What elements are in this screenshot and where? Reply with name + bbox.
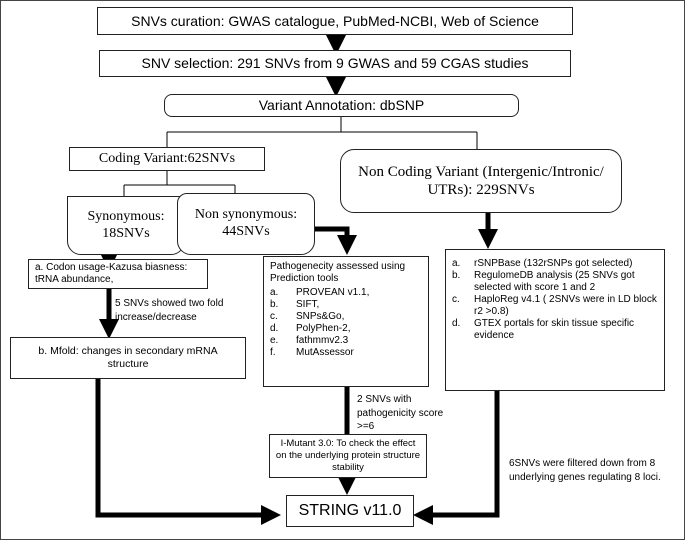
noncoding-tool-text: RegulomeDB analysis (25 SNVs got selecte… <box>474 270 635 293</box>
noncoding-tool-text: GTEX portals for skin tissue specific ev… <box>474 318 635 341</box>
noncoding-tool-marker: d. <box>452 318 461 329</box>
nonsynonymous-box: Non synonymous: 44SNVs <box>177 193 315 255</box>
noncoding-tools-box: a. rSNPBase (132rSNPs got selected) b. Regu… <box>445 249 665 391</box>
synonymous-box: Synonymous: 18SNVs <box>67 196 185 255</box>
curation-text: SNVs curation: GWAS catalogue, PubMed-NC… <box>131 12 539 29</box>
arrow-tools-to-string <box>413 391 500 525</box>
noncoding-variant-text: Non Coding Variant (Intergenic/Intronic/… <box>358 164 604 198</box>
pathogenicity-tool-item: b. SIFT, <box>270 299 369 311</box>
pathogenicity-tool-text: SNPs&Go, <box>296 311 345 322</box>
pathogenicity-tool-item: e. fathmmv2.3 <box>270 335 369 347</box>
noncoding-tool-item: a. rSNPBase (132rSNPs got selected) <box>452 258 658 270</box>
noncoding-tool-marker: a. <box>452 258 461 269</box>
pathogenicity-tool-text: MutAssessor <box>296 347 354 358</box>
pathogenicity-tool-item: d. PolyPhen-2, <box>270 323 369 335</box>
codon-note: 5 SNVs showed two fold increase/decrease <box>115 298 224 323</box>
pathogenicity-tool-marker: e. <box>270 335 279 346</box>
noncoding-tool-text: rSNPBase (132rSNPs got selected) <box>474 258 633 269</box>
mfold-box: b. Mfold: changes in secondary mRNA stru… <box>10 337 246 379</box>
imutant-box-frame: I-Mutant 3.0: To check the effect on the… <box>269 434 427 478</box>
curation-box: SNVs curation: GWAS catalogue, PubMed-NC… <box>97 7 573 35</box>
pathogenicity-box: Pathogenecity assessed using Prediction … <box>263 256 429 387</box>
pathogenicity-tool-item: f. MutAssessor <box>270 347 369 359</box>
pathogenicity-tool-marker: c. <box>270 311 278 322</box>
pathogenicity-tool-list: a. PROVEAN v1.1, b. SIFT, c. SNPs&Go, d. PolyPh… <box>270 287 369 359</box>
synonymous-label: Synonymous: <box>87 208 165 224</box>
noncoding-tool-list: a. rSNPBase (132rSNPs got selected) b. Regu… <box>452 258 658 342</box>
pathogenicity-tool-text: SIFT, <box>296 299 320 310</box>
selection-box: SNV selection: 291 SNVs from 9 GWAS and … <box>99 50 571 77</box>
selection-text: SNV selection: 291 SNVs from 9 GWAS and … <box>141 55 529 72</box>
pathogenicity-heading: Pathogenecity assessed using Prediction … <box>270 261 406 284</box>
pathogenicity-tool-item: c. SNPs&Go, <box>270 311 369 323</box>
noncoding-tool-item: c. HaploReg v4.1 ( 2SNVs were in LD block… <box>452 294 658 318</box>
noncoding-tool-marker: c. <box>452 294 460 305</box>
string-text: STRING v11.0 <box>298 502 402 520</box>
pathogenicity-tool-text: fathmmv2.3 <box>296 335 349 346</box>
nonsynonymous-count: 44SNVs <box>222 224 270 239</box>
coding-variant-box: Coding Variant:62SNVs <box>69 147 265 171</box>
noncoding-tool-item: d. GTEX portals for skin tissue specific … <box>452 318 658 342</box>
codon-usage-box: a. Codon usage-Kazusa biasness: tRNA abu… <box>28 259 208 289</box>
noncoding-tool-marker: b. <box>452 270 461 281</box>
noncoding-tool-item: b. RegulomeDB analysis (25 SNVs got selec… <box>452 270 658 294</box>
coding-variant-text: Coding Variant:62SNVs <box>98 150 236 166</box>
mfold-text: b. Mfold: changes in secondary mRNA stru… <box>38 345 218 370</box>
imutant-text: I-Mutant 3.0: To check the effect on the… <box>275 438 421 473</box>
annotation-box: Variant Annotation: dbSNP <box>164 94 519 117</box>
noncoding-variant-box: Non Coding Variant (Intergenic/Intronic/… <box>340 149 622 213</box>
pathogenicity-tool-marker: f. <box>270 347 276 358</box>
pathogenicity-tool-text: PolyPhen-2, <box>296 323 351 334</box>
filter-note: 6SNVs were filtered down from 8 underlyi… <box>509 458 661 483</box>
pathogenicity-note: 2 SNVs with pathogenicity score >=6 <box>357 394 444 432</box>
annotation-text: Variant Annotation: dbSNP <box>258 97 425 114</box>
arrow-nonsynonymous-to-pathogenicity <box>315 226 357 255</box>
pathogenicity-tool-item: a. PROVEAN v1.1, <box>270 287 369 299</box>
pathogenicity-tool-text: PROVEAN v1.1, <box>296 287 370 298</box>
codon-usage-text: a. Codon usage-Kazusa biasness: tRNA abu… <box>35 262 188 285</box>
pathogenicity-tool-marker: d. <box>270 323 279 334</box>
pathogenicity-tool-marker: a. <box>270 287 279 298</box>
pathogenicity-tool-marker: b. <box>270 299 279 310</box>
nonsynonymous-label: Non synonymous: <box>194 207 298 223</box>
arrow-mfold-to-string <box>95 379 281 525</box>
string-box: STRING v11.0 <box>286 495 414 527</box>
noncoding-tool-text: HaploReg v4.1 ( 2SNVs were in LD block r… <box>474 294 657 317</box>
synonymous-count: 18SNVs <box>102 225 150 241</box>
